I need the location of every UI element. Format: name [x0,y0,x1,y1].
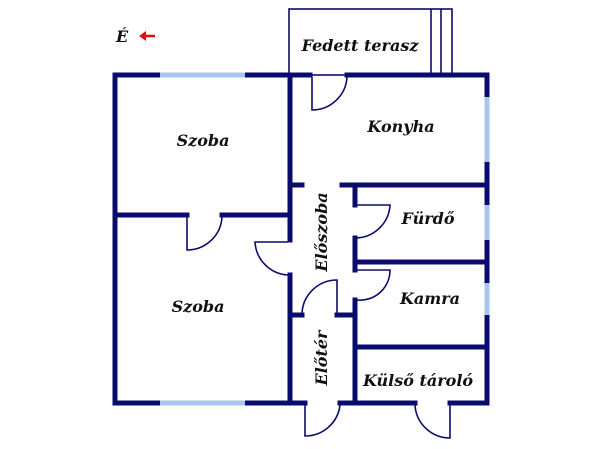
room-label-kitchen: Konyha [366,117,434,136]
north-label: É [115,26,129,46]
room-label-storage: Külső tároló [362,371,473,390]
room-label-pantry: Kamra [399,289,460,308]
doors [186,76,451,439]
room-label-terrace: Fedett terasz [301,36,420,55]
room-label-bathroom: Fürdő [401,209,455,228]
room-label-hall: Előszoba [312,192,331,272]
interior-walls [112,72,490,406]
room-label-entry: Előtér [312,329,331,387]
room-label-room-bottom: Szoba [172,297,225,316]
room-label-room-top: Szoba [177,131,230,150]
north-arrow-icon [139,31,155,41]
windows [160,72,490,406]
